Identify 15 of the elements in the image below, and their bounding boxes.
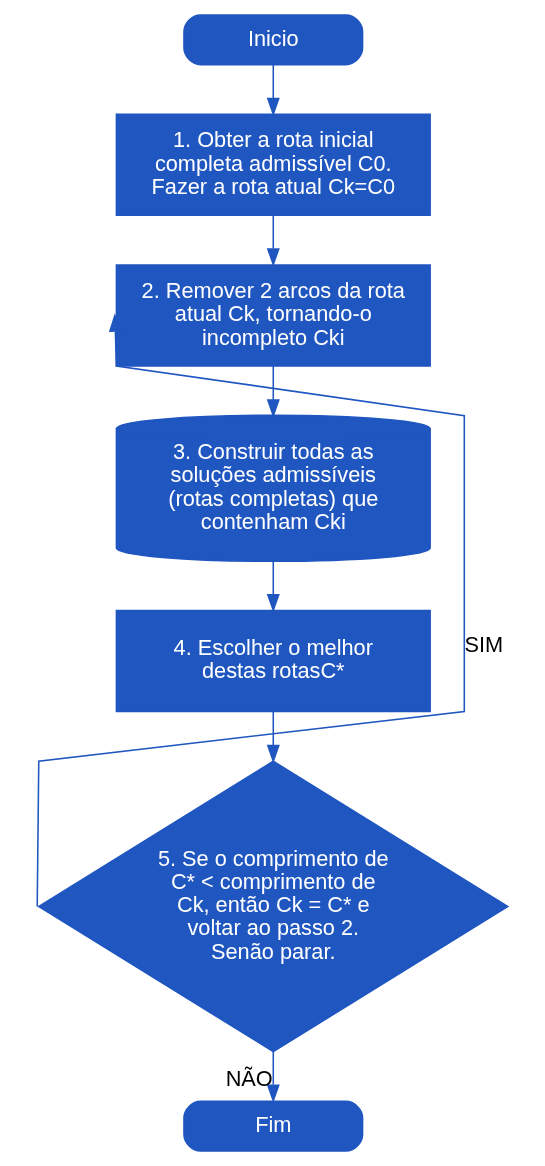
edge-label: SIM <box>464 631 504 657</box>
arrow <box>266 710 280 764</box>
edge-label: NÃO <box>225 1065 273 1091</box>
arrow <box>266 1051 280 1104</box>
node-diamond: 5. Se o comprimento de C* < comprimento de Ck, então Ck = C* e voltar ao passo 2. Senão parar. <box>37 760 510 1053</box>
arrow <box>266 64 280 117</box>
node-box: 4. Escolher o melhor destas rotasC* <box>115 609 431 713</box>
node-box: 2. Remover 2 arcos da rota atual Ck, tornando-o incompleto Cki <box>115 264 431 367</box>
node-box: Fim <box>183 1100 364 1152</box>
node-box: 1. Obter a rota inicial completa admissível C0. Fazer a rota atual Ck=C0 <box>115 113 431 217</box>
arrow <box>266 560 280 613</box>
arrow <box>266 365 280 418</box>
arrow <box>266 214 280 267</box>
arrow <box>36 313 466 908</box>
node-box: Inicio <box>183 14 364 66</box>
